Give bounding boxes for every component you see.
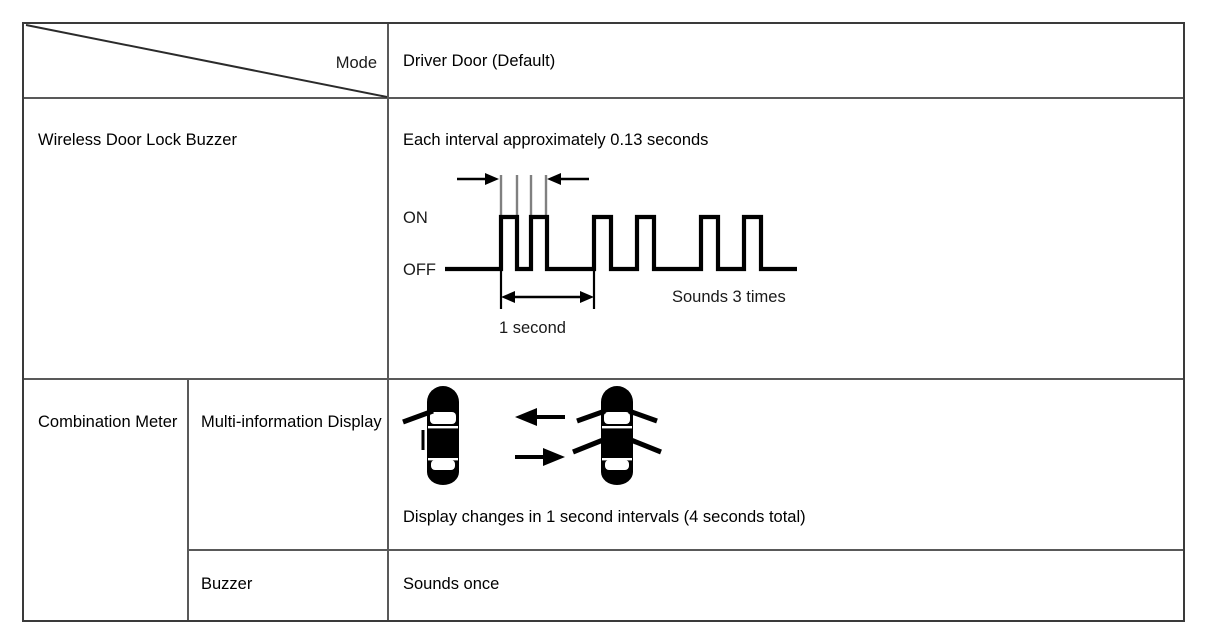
header-mode-label: Mode	[335, 54, 377, 72]
row-multi-info-display-label-cell: Multi-information Display	[187, 380, 389, 551]
row-multi-info-display-label: Multi-information Display	[201, 413, 382, 431]
display-change-icons-svg	[402, 386, 662, 485]
table-rule-sub-divider	[187, 378, 189, 620]
operation-table: Mode Driver Door (Default) Wireless Door…	[22, 22, 1185, 622]
car-top-view-flashing-icon	[601, 386, 633, 485]
header-corner-cell: Mode	[24, 24, 389, 99]
waveform-svg: ON OFF	[403, 173, 797, 337]
interval-extension-ticks	[499, 175, 548, 217]
waveform-off-label: OFF	[403, 261, 436, 279]
row-combination-meter-label-cell: Combination Meter	[24, 380, 187, 622]
display-change-icons	[397, 384, 667, 496]
row-buzzer-label-cell: Buzzer	[187, 551, 389, 622]
row-wireless-buzzer-label: Wireless Door Lock Buzzer	[38, 131, 237, 149]
row-multi-info-display-content-cell: Display changes in 1 second intervals (4…	[389, 380, 1185, 551]
car-left-light-ray	[402, 408, 434, 425]
diagonal-divider-line	[25, 24, 388, 98]
sounds-three-times-note: Sounds 3 times	[672, 288, 786, 306]
table-rule-midisplay-bottom	[187, 549, 1183, 551]
table-rule-buzzer-bottom	[24, 378, 1183, 380]
buzzer-interval-text: Each interval approximately 0.13 seconds	[403, 131, 709, 149]
row-wireless-buzzer-label-cell: Wireless Door Lock Buzzer	[24, 99, 389, 380]
waveform-on-label: ON	[403, 209, 428, 227]
row-combination-meter-label: Combination Meter	[38, 413, 178, 431]
row-buzzer-label: Buzzer	[201, 575, 253, 593]
display-change-caption: Display changes in 1 second intervals (4…	[403, 508, 806, 526]
row-buzzer-value: Sounds once	[403, 575, 500, 593]
interval-dimension-arrows	[457, 173, 589, 185]
row-buzzer-content-cell: Sounds once	[389, 551, 1185, 622]
one-second-extension-lines	[499, 269, 596, 309]
buzzer-waveform-diagram: ON OFF	[389, 157, 859, 342]
header-mode-value: Driver Door (Default)	[403, 52, 556, 70]
table-rule-main-divider	[387, 24, 389, 620]
arrow-left-icon	[515, 408, 565, 426]
row-wireless-buzzer-content-cell: Each interval approximately 0.13 seconds…	[389, 99, 1185, 380]
car-right-light-rays	[572, 408, 662, 455]
waveform-trace	[445, 214, 797, 272]
arrow-right-icon	[515, 448, 565, 466]
table-rule-header-bottom	[24, 97, 1183, 99]
one-second-dimension-arrow	[501, 291, 594, 303]
header-mode-value-cell: Driver Door (Default)	[389, 24, 1185, 99]
car-top-view-icon	[427, 386, 459, 485]
one-second-label: 1 second	[499, 319, 566, 337]
